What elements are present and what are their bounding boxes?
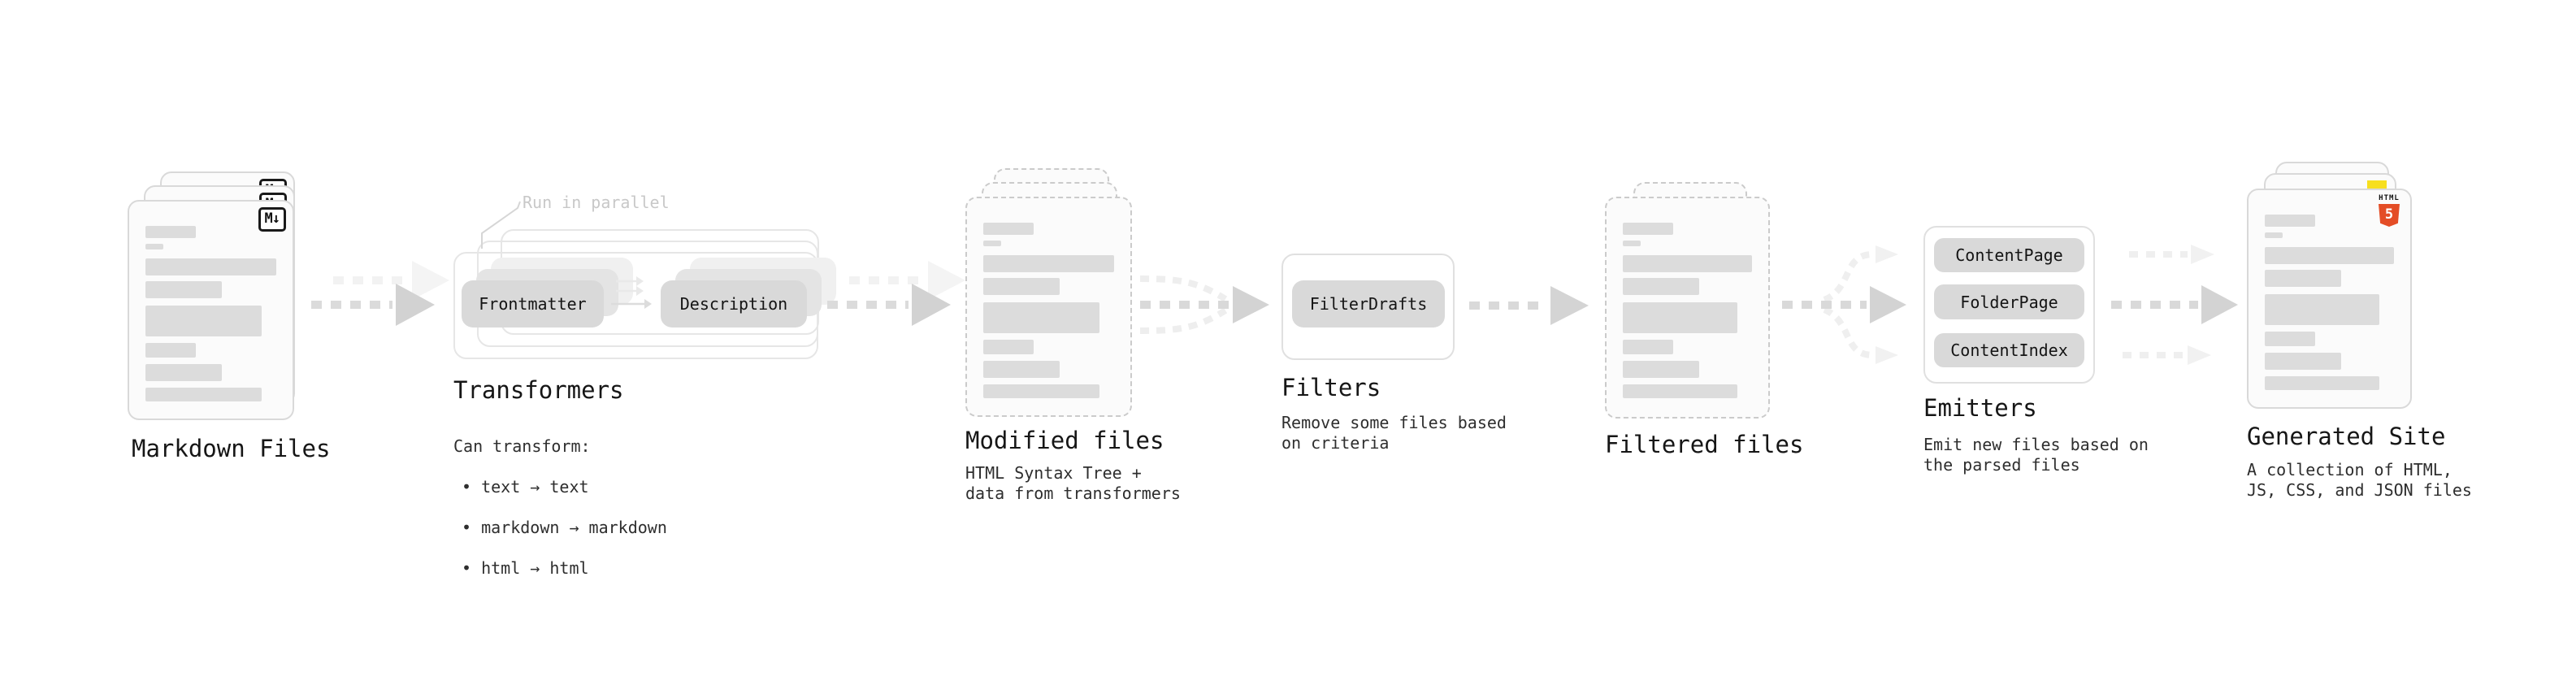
transform-capability-title: Can transform: [453,436,591,456]
arrow-head [912,284,951,326]
doc-line [2265,247,2395,264]
markdown-files-label: Markdown Files [132,435,331,462]
arrow-modified-to-filters-merge [1139,275,1269,334]
emitters-description: Emit new files based on the parsed files [1923,435,2149,475]
generated-site-description: A collection of HTML, JS, CSS, and JSON … [2247,460,2472,500]
arrow-ghost-head [928,261,965,300]
arrows-emitters-to-generated [2111,245,2238,365]
doc-line [983,384,1099,398]
generated-html-doc: HTML 5 [2247,189,2412,409]
doc-line [983,241,1002,246]
doc-line [145,306,262,336]
transform-capability: • text → text [462,477,589,497]
modified-file-doc-front [965,197,1132,417]
node-filters: FilterDrafts Filters Remove some files b… [1281,254,1525,481]
doc-line [983,278,1060,295]
arrow-transformers-to-modified [827,261,965,326]
markdown-icon: M↓ [258,207,286,232]
node-filtered-files: Filtered files [1605,182,1849,475]
frontmatter-pill: Frontmatter [462,280,604,327]
doc-line [983,223,1034,235]
doc-line [2265,353,2341,370]
node-transformers: Run in parallel Frontmatter Description … [453,193,836,578]
doc-line [145,258,276,275]
filtered-files-label: Filtered files [1605,431,1804,458]
arrow-head-bottom [2188,345,2211,365]
node-emitters: ContentPage FolderPage ContentIndex Emit… [1923,226,2167,486]
doc-line [2265,332,2315,346]
doc-line [145,343,197,358]
fan-branch-bottom [1823,306,1874,358]
doc-line [2265,232,2283,238]
doc-line [1623,384,1738,398]
doc-line [1623,340,1673,354]
mini-arrow-head [644,299,652,309]
doc-line [1623,223,1673,235]
node-generated-site: CSS HTML 5 Generated Site A collection o… [2247,162,2507,511]
filterdrafts-pill: FilterDrafts [1292,280,1445,327]
doc-line [983,302,1099,333]
node-markdown-files: M↓ M↓ M↓ Markdown Files [128,171,347,464]
html5-icon-shield: 5 [2379,204,2400,227]
parallel-transform-arrows [611,276,652,309]
doc-line [2265,294,2380,325]
transform-capability: • markdown → markdown [462,518,667,537]
arrow-head [1233,286,1269,323]
leader-line [481,201,521,249]
transform-capability: • html → html [462,558,589,578]
transformers-label: Transformers [453,376,624,404]
arrow-filters-to-filtered [1469,286,1589,325]
html5-icon: HTML 5 [2376,195,2402,227]
arrow-head [396,284,435,326]
doc-line [1623,302,1738,333]
arrow-filtered-to-emitters-fanout [1782,245,1906,364]
contentindex-pill: ContentIndex [1934,333,2084,367]
doc-line [1623,278,1699,295]
doc-line [983,361,1060,378]
doc-line [1623,361,1699,378]
filters-label: Filters [1281,374,1381,401]
markdown-file-doc-front: M↓ [128,200,294,420]
folderpage-pill: FolderPage [1934,284,2084,319]
arrow-markdown-to-transformers [311,261,449,326]
generated-site-label: Generated Site [2247,423,2446,450]
description-pill: Description [661,280,807,327]
modified-files-description: HTML Syntax Tree + data from transformer… [965,463,1181,503]
transformers-description: Can transform: • text → text • markdown … [453,416,667,599]
doc-line [145,388,262,401]
merge-branch-top [1139,275,1228,302]
doc-line [2265,376,2380,390]
run-in-parallel-note: Run in parallel [523,193,670,212]
fan-branch-top [1823,251,1874,303]
modified-files-label: Modified files [965,427,1164,454]
doc-line [2265,215,2315,227]
html5-icon-label: HTML [2379,194,2400,202]
doc-line [145,244,164,249]
mini-arrow-head [636,286,644,296]
doc-line [2265,270,2341,287]
arrow-head [1550,286,1589,325]
mini-arrow-head [636,276,644,286]
arrow-head-middle [2201,285,2238,324]
arrow-head-top [2191,245,2214,264]
doc-line [983,340,1034,354]
contentpage-pill: ContentPage [1934,238,2084,272]
js-file-icon [2367,180,2387,189]
doc-line [1623,241,1641,246]
filtered-file-doc-front [1605,197,1770,419]
fan-head-bottom [1876,346,1898,364]
doc-line [983,255,1114,272]
merge-branch-bottom [1139,307,1228,334]
run-in-parallel-leader-line [481,201,521,249]
doc-line [145,281,223,298]
emitters-label: Emitters [1923,394,2037,422]
doc-line [1623,255,1753,272]
doc-line [145,226,197,238]
arrow-ghost-head [412,261,449,300]
node-modified-files: Modified files HTML Syntax Tree + data f… [965,168,1209,510]
fan-head-top [1876,245,1898,263]
doc-line [145,364,223,381]
arrow-head [1870,286,1906,323]
filters-description: Remove some files based on criteria [1281,413,1507,453]
